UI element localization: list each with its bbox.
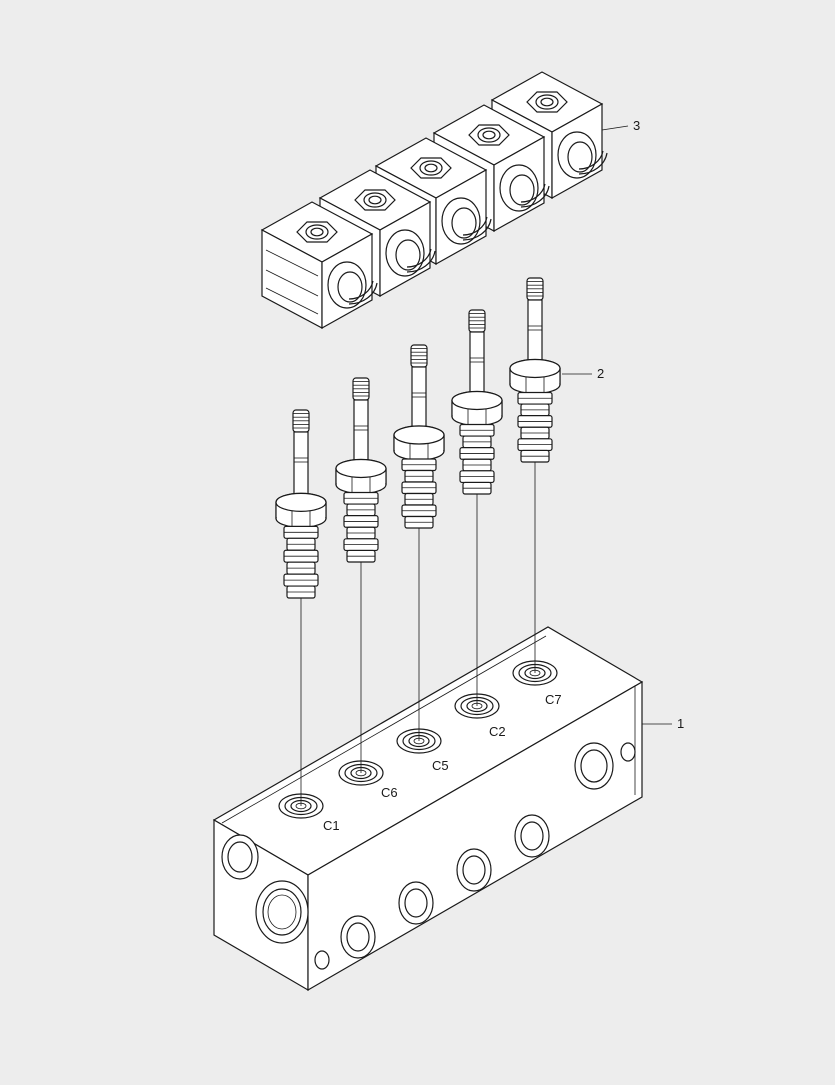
manifold-main-port bbox=[255, 880, 309, 944]
port-label-c7: C7 bbox=[545, 692, 562, 707]
manifold-front-port bbox=[456, 848, 492, 892]
callout-number-cartridges: 2 bbox=[597, 366, 604, 381]
cartridge-valve bbox=[451, 309, 503, 495]
port-label-c6: C6 bbox=[381, 785, 398, 800]
callout-number-manifold: 1 bbox=[677, 716, 684, 731]
manifold-front-port bbox=[340, 915, 376, 959]
callout-leader-coils bbox=[601, 125, 629, 131]
cartridge-valve bbox=[509, 277, 561, 463]
port-label-c1: C1 bbox=[323, 818, 340, 833]
manifold-small-hole bbox=[620, 742, 636, 762]
callout-number-coils: 3 bbox=[633, 118, 640, 133]
manifold-small-hole bbox=[314, 950, 330, 970]
port-label-c2: C2 bbox=[489, 724, 506, 739]
cartridge-valve bbox=[275, 409, 327, 599]
port-label-c5: C5 bbox=[432, 758, 449, 773]
cartridge-valve bbox=[335, 377, 387, 563]
manifold-front-port bbox=[514, 814, 550, 858]
manifold-side-port bbox=[221, 834, 259, 880]
cartridge-valve bbox=[393, 344, 445, 529]
solenoid-coil bbox=[260, 201, 378, 330]
manifold-front-port bbox=[398, 881, 434, 925]
manifold-front-port bbox=[574, 742, 614, 790]
